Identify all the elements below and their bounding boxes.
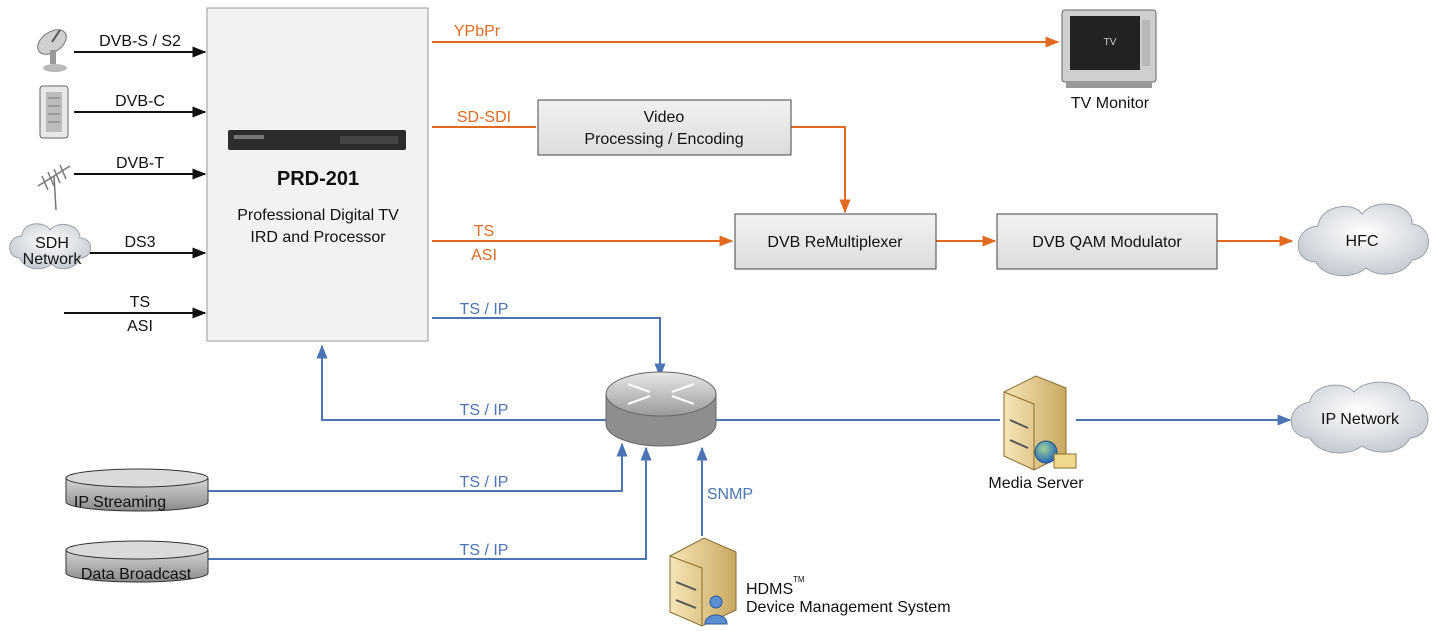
ip-streaming-label: IP Streaming xyxy=(74,494,166,511)
snmp-label: SNMP xyxy=(707,486,753,503)
ts-output-label: TS xyxy=(474,223,494,240)
qam-box xyxy=(996,213,1218,270)
databcast-to-router-arrow xyxy=(208,446,652,560)
prd-desc-2: IRD and Processor xyxy=(250,229,386,246)
tv-monitor-label: TV Monitor xyxy=(1071,95,1150,112)
ipstream-link-label: TS / IP xyxy=(460,474,509,491)
tsip-to-prd-arrow xyxy=(316,344,606,421)
hdms-name: HDMS xyxy=(746,581,793,598)
satellite-dish-icon xyxy=(37,29,67,72)
tv-screen-text: TV xyxy=(1104,37,1117,48)
database-icon xyxy=(65,468,209,512)
dvbt-label: DVB-T xyxy=(116,155,164,172)
globe-icon xyxy=(1034,440,1077,469)
sdh-label-2: Network xyxy=(23,251,83,268)
asi-input-label: ASI xyxy=(127,318,153,335)
tv-icon xyxy=(1061,9,1157,88)
dvbc-label: DVB-C xyxy=(115,93,165,110)
terrestrial-antenna-icon xyxy=(37,164,71,211)
tsip-back-label: TS / IP xyxy=(460,402,509,419)
tsip-out-label: TS / IP xyxy=(460,301,509,318)
hdms-desc: Device Management System xyxy=(746,599,951,616)
prd-model: PRD-201 xyxy=(277,168,359,190)
ip-network-label: IP Network xyxy=(1321,411,1400,428)
asi-output-label: ASI xyxy=(471,247,497,264)
dvbs-label: DVB-S / S2 xyxy=(99,33,181,50)
hfc-label: HFC xyxy=(1346,233,1379,250)
sdh-label-1: SDH xyxy=(35,235,69,252)
tsip-to-router-arrow xyxy=(432,317,666,378)
database-icon xyxy=(65,540,209,583)
databcast-link-label: TS / IP xyxy=(460,542,509,559)
video-processing-box xyxy=(537,99,792,156)
ds3-label: DS3 xyxy=(124,234,155,251)
rack-unit-icon xyxy=(228,130,406,150)
router-icon xyxy=(605,371,717,447)
hdms-tm: TM xyxy=(793,575,805,584)
server-icon xyxy=(669,537,737,627)
prd-desc-1: Professional Digital TV xyxy=(237,207,399,224)
ts-input-label: TS xyxy=(130,294,150,311)
video-processing-label-1: Video xyxy=(644,109,685,126)
media-server-label: Media Server xyxy=(988,475,1084,492)
cable-headend-icon xyxy=(39,85,69,139)
ipstream-to-router-arrow xyxy=(208,442,628,492)
data-broadcast-label: Data Broadcast xyxy=(81,566,192,583)
video-processing-label-2: Processing / Encoding xyxy=(584,131,743,148)
hfc-cloud-icon xyxy=(1297,203,1429,277)
sdh-network-cloud-icon xyxy=(9,223,91,270)
qam-label: DVB QAM Modulator xyxy=(1032,234,1182,251)
user-icon xyxy=(704,595,728,625)
prd-201-box xyxy=(206,7,429,342)
ypbpr-label: YPbPr xyxy=(454,23,501,40)
remux-box xyxy=(734,213,937,270)
ip-network-cloud-icon xyxy=(1290,381,1429,454)
sdsdi-label: SD-SDI xyxy=(457,109,511,126)
remux-label: DVB ReMultiplexer xyxy=(767,234,903,251)
video-to-remux-arrow xyxy=(791,126,851,214)
